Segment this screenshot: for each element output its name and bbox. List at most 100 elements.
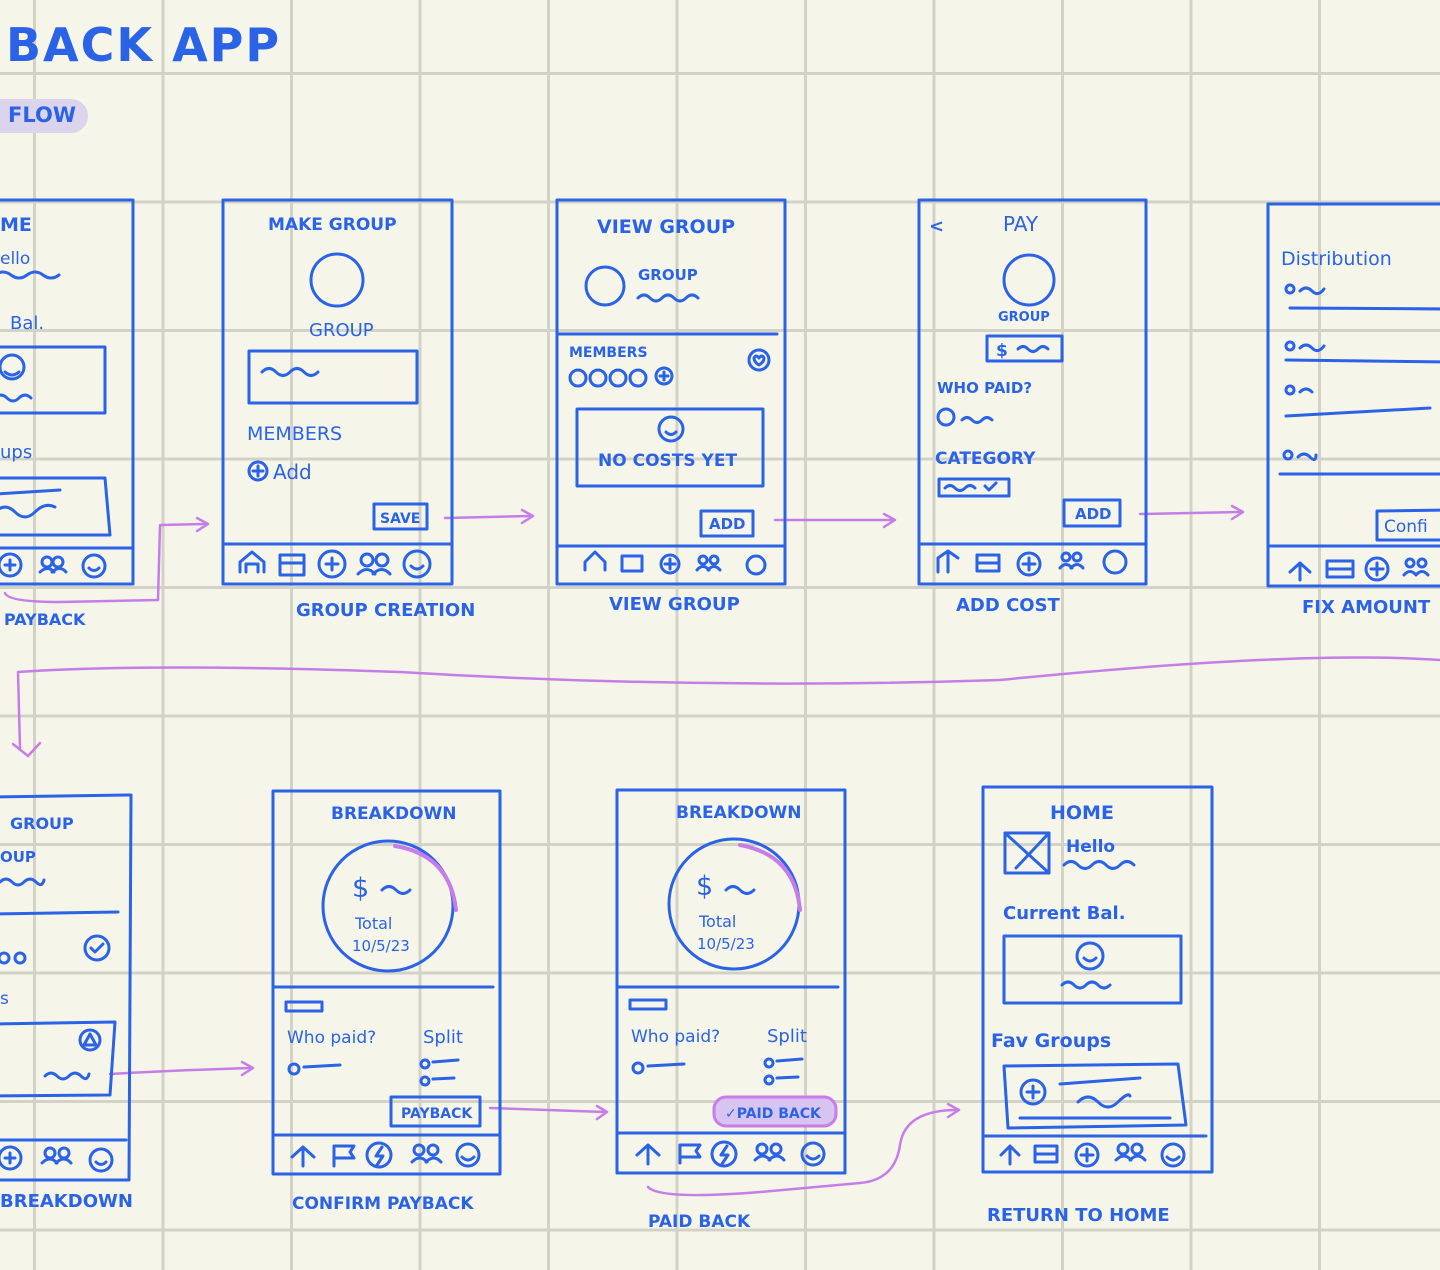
screen-title: BREAKDOWN [676, 803, 802, 823]
home-icon [583, 550, 607, 572]
groups-label: s [0, 989, 9, 1009]
screen-distribution: Distribution Confi FIX AMOUNT [1266, 202, 1440, 618]
add-icon [1364, 556, 1390, 582]
flag-icon [678, 1143, 702, 1165]
chat-icon [745, 554, 767, 576]
connector-s6-s7 [108, 1066, 252, 1076]
arrow-head [595, 1104, 609, 1121]
screen-title: GROUP [10, 814, 74, 833]
screen-title: Distribution [1281, 248, 1392, 270]
add-icon [1019, 1078, 1047, 1106]
home-icon [1288, 561, 1312, 582]
members-label: MEMBERS [569, 345, 648, 361]
add-icon [659, 553, 681, 575]
screen-return-home: HOME Hello Current Bal. Fav Groups RETUR… [981, 785, 1214, 1226]
connector-s4-s5 [1138, 510, 1242, 516]
members-icon [43, 1146, 57, 1160]
wallet-icon [620, 554, 644, 573]
screen-view-group: VIEW GROUP GROUP MEMBERS NO COSTS YET AD… [555, 198, 787, 615]
screen-title: ME [0, 214, 32, 236]
add-icon [0, 552, 23, 578]
screen-title: BREAKDOWN [331, 804, 457, 824]
home-icon [999, 1144, 1021, 1166]
smiley-icon [800, 1141, 826, 1167]
screen-make-group: MAKE GROUP GROUP MEMBERS Add SAVE GROUP … [221, 198, 475, 621]
hello-text: ello [0, 249, 30, 269]
confirm-button-label: Confi [1384, 517, 1428, 537]
group-label: GROUP [638, 266, 698, 284]
who-paid-label: Who paid? [631, 1027, 720, 1047]
group-avatar [584, 265, 626, 307]
alert-icon [78, 1028, 102, 1052]
smiley-icon [402, 549, 432, 579]
screen-caption: FIX AMOUNT [1302, 597, 1431, 618]
members-icon [755, 1142, 769, 1156]
members-icon [697, 554, 709, 566]
flow-chip-label: FLOW [8, 103, 76, 127]
members-icon [412, 1143, 426, 1157]
lightning-icon [365, 1141, 393, 1169]
total-ring [321, 839, 455, 973]
paid-back-badge-label: ✓PAID BACK [725, 1106, 822, 1122]
screen-caption: ADD COST [956, 595, 1061, 616]
who-paid-label: WHO PAID? [937, 379, 1032, 397]
back-icon: < [929, 216, 944, 237]
category-select [937, 477, 1011, 498]
members-icon [1060, 551, 1072, 563]
progress-arc [738, 843, 802, 912]
group-label: GROUP [998, 310, 1050, 325]
placeholder-bar [284, 1000, 324, 1013]
screen-caption: RETURN TO HOME [987, 1205, 1170, 1226]
payback-button-label: PAYBACK [401, 1106, 473, 1122]
total-label: Total [354, 914, 392, 933]
add-icon [1074, 1142, 1100, 1168]
smiley-icon [1075, 941, 1105, 971]
smiley-icon [81, 553, 107, 579]
members-icon [359, 552, 375, 568]
connector-s1-s2 [3, 522, 207, 604]
arrow-head [1230, 504, 1245, 521]
members-icon [1404, 557, 1416, 569]
smiley-icon [88, 1147, 114, 1173]
heart-icon [747, 348, 771, 372]
amount-field [985, 334, 1064, 363]
home-icon [290, 1145, 316, 1168]
placeholder-bar [628, 998, 668, 1011]
lightning-icon [710, 1140, 738, 1168]
total-label: Total [698, 912, 736, 931]
groups-label: Fav Groups [991, 1030, 1111, 1052]
flag-icon [332, 1144, 356, 1168]
arrow-head [195, 516, 210, 533]
smiley-icon [1160, 1142, 1186, 1168]
payer-avatar [936, 407, 956, 427]
members-icon [40, 555, 54, 569]
screen-caption: CONFIRM PAYBACK [292, 1194, 474, 1214]
screen-caption: BREAKDOWN [0, 1191, 133, 1212]
flow-chip: FLOW [0, 99, 88, 133]
arrow-head [946, 1102, 961, 1119]
home-icon [238, 550, 266, 574]
group-avatar [1002, 253, 1056, 307]
screen-caption: PAYBACK [4, 610, 86, 629]
screen-title: PAY [1003, 212, 1039, 236]
date-label: 10/5/23 [352, 937, 410, 955]
balance-label: Current Bal. [1003, 903, 1126, 924]
split-label: Split [767, 1026, 807, 1047]
connector-s8-s9 [646, 1108, 959, 1197]
arrow-head [11, 741, 42, 758]
add-cost-button [699, 509, 755, 538]
add-icon [1016, 551, 1042, 577]
screen-caption: PAID BACK [648, 1212, 751, 1232]
image-placeholder [1003, 831, 1051, 875]
wallet-icon [278, 553, 306, 577]
arrow-head [882, 512, 897, 529]
flow-connectors [3, 504, 1440, 1197]
screen-title: HOME [1050, 802, 1114, 824]
members-icon [1116, 1142, 1130, 1156]
arrow-head [520, 508, 535, 525]
group-label: OUP [0, 848, 36, 866]
paid-back-badge [712, 1095, 838, 1128]
amount-symbol: $ [352, 873, 369, 904]
amount-symbol: $ [696, 871, 713, 902]
